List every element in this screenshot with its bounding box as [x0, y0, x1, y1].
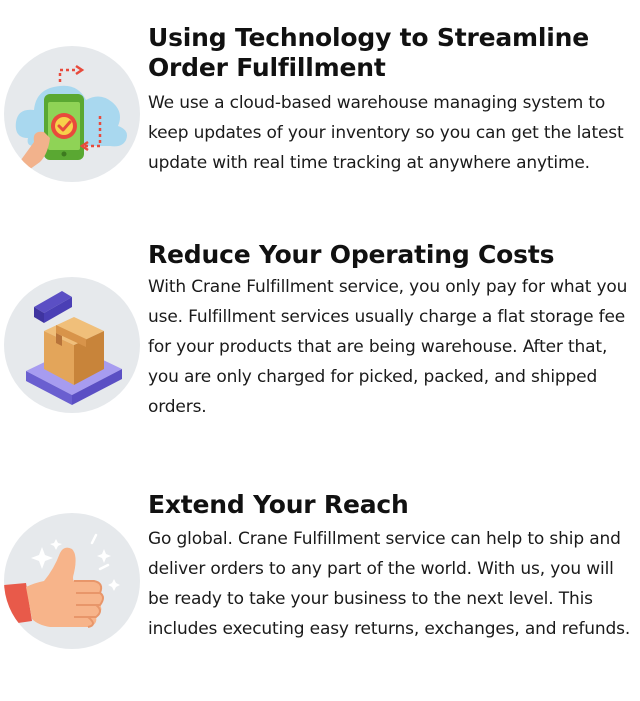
feature-title: Reduce Your Operating Costs [148, 240, 555, 269]
feature-body: Go global. Crane Fulfillment service can… [148, 529, 631, 639]
feature-body: We use a cloud-based warehouse managing … [148, 93, 624, 173]
feature-title: Extend Your Reach [148, 490, 409, 519]
feature-title: Using Technology to Streamline Order Ful… [148, 23, 589, 82]
package-box-icon [4, 277, 140, 413]
thumbs-up-icon [4, 513, 140, 649]
feature-body: With Crane Fulfillment service, you only… [148, 277, 628, 417]
phone-checkmark-cloud-icon [4, 46, 140, 182]
